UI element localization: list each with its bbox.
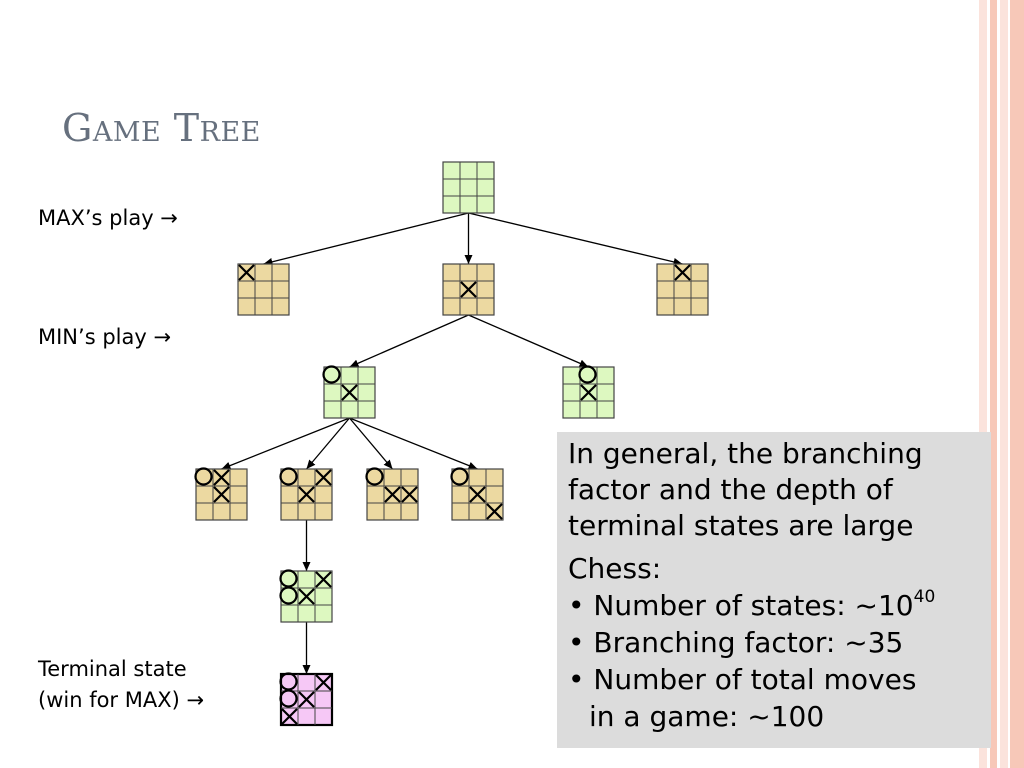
info-box: In general, the branching factor and the…	[557, 432, 991, 748]
x-mark	[213, 486, 230, 503]
x-stroke	[580, 384, 597, 401]
tree-boards	[194, 161, 709, 727]
states-bullet: • Number of states: ~1040	[568, 587, 979, 624]
x-mark	[674, 264, 691, 281]
board-frame	[442, 263, 495, 316]
terminal-label-line2: (win for MAX) →	[38, 688, 205, 712]
tree-edge-l2-left-to-l3-d	[349, 417, 478, 470]
x-stroke	[238, 264, 255, 281]
x-stroke	[213, 486, 230, 503]
tree-edge-l1-center-to-l2-left	[349, 314, 469, 368]
x-stroke	[469, 486, 486, 503]
x-mark	[341, 384, 358, 401]
board-l3-c	[365, 467, 419, 521]
branching-bullet: • Branching factor: ~35	[568, 626, 904, 659]
x-mark	[298, 588, 315, 605]
x-mark	[384, 486, 401, 503]
board-l2-left	[322, 365, 376, 419]
states-exponent: 40	[913, 587, 936, 607]
edge-stripe-light	[979, 0, 987, 768]
x-stroke	[281, 708, 298, 725]
x-mark	[298, 486, 315, 503]
edge-stripe-light-2	[1000, 0, 1008, 768]
board-frame	[442, 161, 495, 214]
o-mark	[322, 365, 341, 384]
x-stroke	[298, 691, 315, 708]
moves-bullet: • Number of total moves	[568, 663, 917, 696]
x-mark	[238, 264, 255, 281]
x-stroke	[315, 571, 332, 588]
o-mark	[450, 467, 469, 486]
x-stroke	[460, 281, 477, 298]
x-stroke	[401, 486, 418, 503]
x-mark	[315, 469, 332, 486]
tree-edge-root-to-l1-right	[468, 212, 683, 266]
x-stroke	[315, 674, 332, 691]
tree-edge-root-to-l1-left	[263, 212, 469, 266]
board-l3-b	[279, 467, 333, 521]
tree-edge-l2-left-to-l3-c	[349, 417, 393, 470]
x-stroke	[298, 588, 315, 605]
board-l1-center	[442, 263, 495, 316]
x-stroke	[384, 486, 401, 503]
tree-edge-l2-left-to-l3-b	[306, 417, 350, 470]
x-mark	[213, 469, 230, 486]
x-mark	[486, 503, 503, 520]
board-terminal	[279, 672, 334, 727]
x-stroke	[298, 486, 315, 503]
info-line: terminal states are large	[568, 509, 914, 542]
branching-paragraph: In general, the branching factor and the…	[568, 436, 979, 544]
board-l3-d	[450, 467, 504, 521]
max-play-label: MAX’s play →	[38, 206, 178, 230]
x-stroke	[341, 384, 358, 401]
tree-edge-l1-center-to-l2-right	[468, 314, 589, 368]
chess-heading: Chess:	[568, 552, 662, 585]
board-l4	[279, 569, 333, 623]
slide-title: Game Tree	[62, 106, 261, 150]
x-mark	[315, 571, 332, 588]
edge-stripe-mid	[990, 0, 997, 768]
x-mark	[401, 486, 418, 503]
o-mark	[365, 467, 384, 486]
board-l1-right	[656, 263, 709, 316]
min-play-label: MIN’s play →	[38, 325, 172, 349]
board-l3-a	[194, 467, 248, 521]
x-mark	[298, 691, 315, 708]
board-l1-left	[237, 263, 290, 316]
tree-edges	[221, 212, 683, 674]
info-line: factor and the depth of	[568, 473, 893, 506]
board-l2-right	[562, 365, 615, 419]
o-mark	[194, 467, 213, 486]
moves-bullet-cont: in a game: ~100	[589, 700, 825, 733]
edge-stripe-dark	[1010, 0, 1024, 768]
x-mark	[281, 708, 298, 725]
o-mark	[279, 689, 298, 708]
x-stroke	[315, 469, 332, 486]
o-mark	[279, 467, 298, 486]
x-stroke	[486, 503, 503, 520]
x-stroke	[213, 469, 230, 486]
terminal-label-line1: Terminal state	[38, 657, 187, 681]
x-mark	[460, 281, 477, 298]
x-mark	[469, 486, 486, 503]
x-mark	[315, 674, 332, 691]
states-text: • Number of states: ~10	[568, 589, 914, 622]
o-mark	[578, 365, 597, 384]
x-stroke	[674, 264, 691, 281]
board-root	[442, 161, 495, 214]
terminal-state-label: Terminal state (win for MAX) →	[38, 654, 204, 716]
x-mark	[580, 384, 597, 401]
info-line: In general, the branching	[568, 437, 923, 470]
tree-edge-l2-left-to-l3-a	[221, 417, 350, 470]
o-mark	[279, 586, 298, 605]
